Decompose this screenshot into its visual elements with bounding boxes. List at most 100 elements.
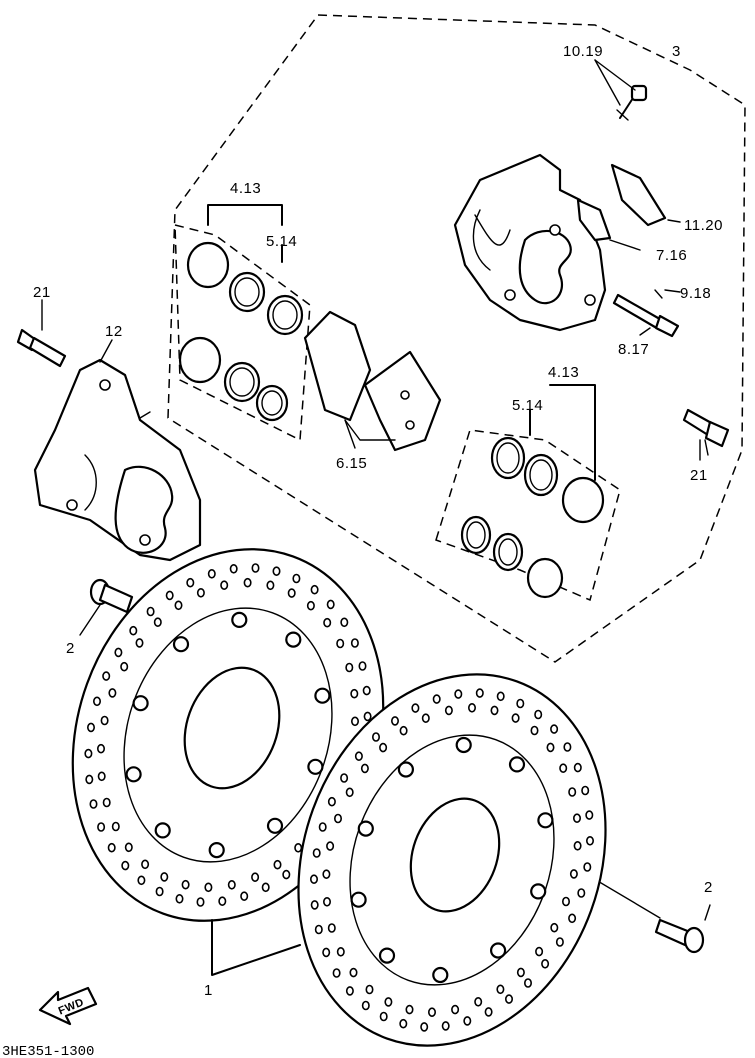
disc-hole [294,842,303,853]
disc-hole [581,785,590,796]
disc-hole [326,599,335,610]
disc-hole [405,1004,414,1015]
disc-hole [568,913,577,924]
disc-hole [340,773,349,783]
disc-hole [585,835,594,846]
piston-kit-right [460,384,605,599]
disc-hole [467,702,476,713]
disc-hole [220,580,229,591]
disc-hole [124,842,133,853]
disc-hole [309,874,318,885]
bolt-21-right [682,408,730,456]
label-8-17: 8.17 [618,341,649,358]
disc-hole [333,813,342,824]
disc-hole [181,879,190,890]
disc-hole [516,967,525,978]
disc-hole [349,967,358,978]
disc-hole [243,577,252,588]
disc-hole [196,587,205,598]
disc-hole [399,1018,408,1029]
disc-hole [114,647,123,658]
disc-hole [97,771,106,782]
disc-hole [318,822,327,832]
disc-hole [541,958,550,969]
disc-hole [327,796,336,807]
brake-disc-right [297,673,607,1047]
disc-hole [451,1004,460,1015]
disc-hole [340,617,349,628]
disc-hole [484,1007,493,1017]
label-6-15: 6.15 [336,455,367,472]
label-7-16: 7.16 [656,247,687,264]
disc-hole [379,742,388,753]
label-1: 1 [204,982,213,999]
disc-hole [229,563,238,574]
disc-hole [175,893,184,904]
disc-hole [207,568,216,579]
disc-hole [345,787,354,798]
disc-hole [559,763,568,774]
disc-hole [363,711,372,722]
disc-hole [441,1021,450,1031]
disc-hole [218,896,227,907]
label-2-right: 2 [704,879,713,896]
disc-hole [345,986,354,996]
disc-hole [240,891,249,902]
disc-hole [535,946,544,957]
disc-hole [251,563,260,573]
disc-hole [322,896,331,907]
disc-hole [354,751,363,762]
disc-hole [174,600,183,611]
disc-hole [282,869,291,880]
disc-rivet [285,631,302,648]
disc-hole [84,748,93,759]
label-9-18: 9.18 [680,285,711,302]
disc-hole [155,886,164,897]
disc-hole [362,685,371,696]
disc-hole [310,584,319,595]
disc-hole [204,882,213,893]
disc-hole [186,577,195,588]
label-3: 3 [672,43,681,60]
disc-hole [97,822,106,832]
disc-hole [89,799,98,809]
disc-rivet [455,736,472,754]
disc-hole [165,590,174,601]
disc-hole [273,859,282,870]
caliper-pin [612,289,680,338]
disc-rivet [172,636,190,653]
pad-spring [576,163,667,251]
label-10-19: 10.19 [563,43,603,60]
bolt-2-left [79,578,134,636]
disc-hole [550,922,559,933]
disc-hole [561,896,570,907]
disc-hole [266,580,275,591]
disc-rivet [314,687,331,704]
disc-hole [555,937,564,947]
label-11-20: 11.20 [684,217,723,234]
disc-hole [523,978,532,988]
disc-hole [336,946,345,957]
disc-hole [120,661,129,672]
disc-hole [272,566,281,577]
disc-hole [322,869,331,880]
disc-hole [345,662,354,673]
disc-hole [102,671,111,681]
disc-hole [121,860,130,871]
disc-hole [146,606,155,617]
disc-hole [583,862,592,872]
disc-hole [411,703,420,713]
disc-rivet [490,942,507,959]
disc-hole [577,888,586,898]
disc-hole [137,875,146,886]
brake-pads [303,310,442,452]
disc-hole [569,869,578,879]
disc-hole [108,688,117,698]
disc-hole [350,716,359,727]
disc-hole [135,638,144,648]
disc-hole [550,724,559,734]
label-5-14-top: 5.14 [266,233,297,250]
disc-hole [326,841,335,851]
disc-hole [111,821,120,832]
disc-hole [261,882,270,893]
